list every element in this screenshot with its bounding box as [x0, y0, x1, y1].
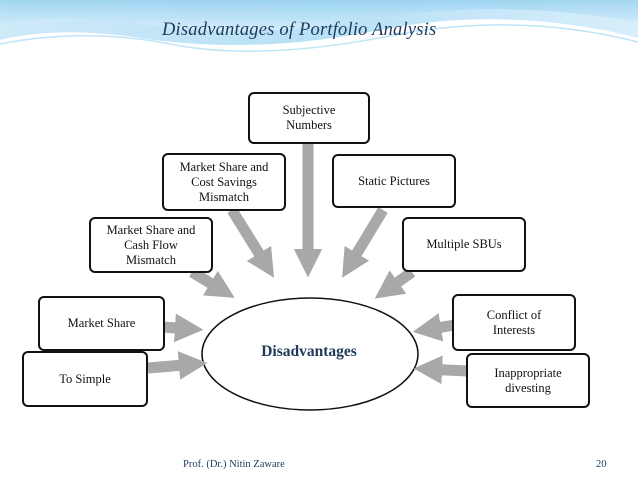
box-inappropriate-divesting: Inappropriate divesting	[466, 353, 590, 408]
box-market-share-cost-savings-label: Market Share and Cost Savings Mismatch	[179, 159, 269, 204]
footer-page-number: 20	[596, 459, 607, 470]
footer-author: Prof. (Dr.) Nitin Zaware	[183, 459, 285, 470]
box-conflict-of-interests: Conflict of Interests	[452, 294, 576, 351]
arrow-to-simple	[147, 351, 208, 380]
arrow-inappropriate	[413, 355, 468, 385]
slide-title: Disadvantages of Portfolio Analysis	[162, 20, 437, 40]
box-market-share-cash-flow: Market Share and Cash Flow Mismatch	[89, 217, 213, 273]
box-market-share-label: Market Share	[67, 316, 136, 330]
center-label: Disadvantages	[261, 343, 357, 360]
arrows	[146, 143, 468, 385]
box-inappropriate-divesting-label: Inappropriate divesting	[494, 365, 562, 395]
box-subjective-numbers-label: Subjective Numbers	[282, 103, 336, 132]
box-to-simple: To Simple	[22, 351, 148, 407]
box-market-share-cost-savings: Market Share and Cost Savings Mismatch	[162, 153, 286, 211]
arrow-static	[342, 207, 388, 278]
box-market-share-cash-flow-label: Market Share and Cash Flow Mismatch	[106, 222, 196, 267]
box-static-pictures-label: Static Pictures	[358, 173, 430, 188]
box-conflict-of-interests-label: Conflict of Interests	[486, 307, 542, 337]
arrow-cost-savings	[227, 207, 275, 278]
arrow-multiple-sbus	[374, 267, 416, 299]
header-wave	[0, 0, 638, 52]
box-multiple-sbus: Multiple SBUs	[402, 217, 526, 272]
box-subjective-numbers: Subjective Numbers	[248, 92, 370, 144]
box-market-share: Market Share	[38, 296, 165, 351]
arrow-cash-flow	[189, 267, 235, 298]
box-static-pictures: Static Pictures	[332, 154, 456, 208]
arrow-conflict	[412, 313, 456, 342]
box-to-simple-label: To Simple	[59, 371, 111, 386]
box-multiple-sbus-label: Multiple SBUs	[426, 237, 502, 251]
